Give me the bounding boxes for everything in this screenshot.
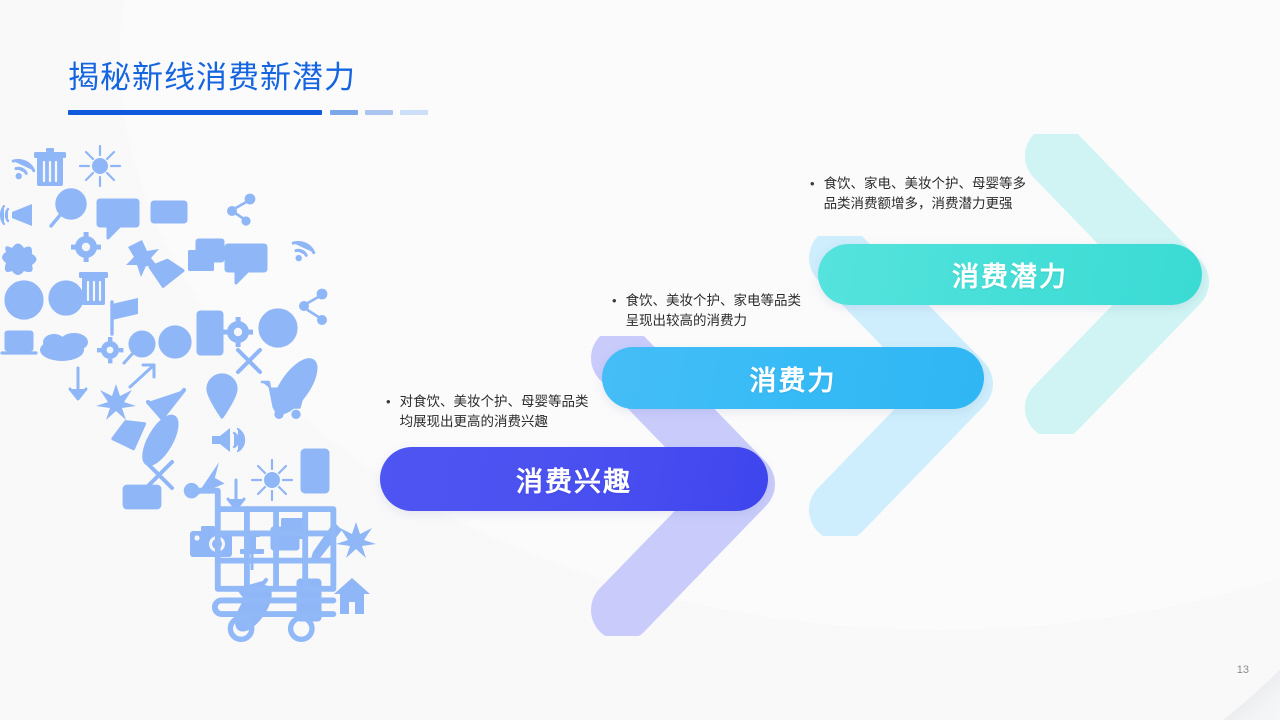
stage-pill-label-potential: 消费潜力: [952, 262, 1068, 292]
search-icon: [49, 188, 87, 228]
callout-line: 呈现出较高的消费力: [625, 313, 748, 328]
play-circle-icon: [4, 280, 44, 320]
close-icon: [236, 348, 262, 374]
battery-icon: [150, 200, 188, 224]
title-underline-solid: [68, 110, 322, 115]
stage-pill-label-interest: 消费兴趣: [516, 466, 632, 497]
bullet-marker: •: [612, 293, 617, 308]
callout-line: 食饮、家电、美妆个护、母婴等多: [823, 176, 1027, 191]
callout-line: 均展现出更高的消费兴趣: [399, 414, 549, 429]
stage-callout-text-potential: 食饮、家电、美妆个护、母婴等多 品类消费额增多，消费潜力更强: [824, 174, 1027, 214]
cloud-icon: [40, 333, 88, 361]
title-underline-dash-3: [400, 110, 428, 115]
wifi-icon: [11, 158, 36, 180]
arrow-down-icon: [68, 366, 88, 401]
flower-icon: [336, 522, 376, 558]
bullet-marker: •: [386, 394, 391, 409]
gear-icon: [97, 337, 124, 364]
search-icon: [122, 330, 156, 365]
stage-callout-text-power: 食饮、美妆个护、家电等品类 呈现出较高的消费力: [626, 291, 802, 331]
stage-callout-potential: • 食饮、家电、美妆个护、母婴等多 品类消费额增多，消费潜力更强: [810, 174, 1026, 214]
page-title-block: 揭秘新线消费新潜力: [68, 52, 428, 116]
sun-icon: [78, 144, 122, 188]
shopping-cart-icon: [183, 482, 337, 642]
laptop-icon: [0, 330, 38, 355]
check-icon: [145, 387, 187, 421]
consumer-icons-swarm: [0, 144, 376, 632]
callout-line: 对食饮、美妆个护、母婴等品类: [399, 394, 589, 409]
home-icon: [334, 578, 370, 614]
page-number: 13: [1236, 664, 1249, 676]
stage-callout-interest: • 对食饮、美妆个护、母婴等品类 均展现出更高的消费兴趣: [386, 392, 589, 432]
mp3-player-icon: [300, 448, 330, 494]
callout-line: 品类消费额增多，消费潜力更强: [823, 196, 1013, 211]
flower-icon: [96, 384, 136, 420]
pin-icon: [206, 373, 238, 419]
stage-pill-label-power: 消费力: [749, 365, 837, 396]
page-title: 揭秘新线消费新潜力: [68, 60, 356, 95]
cursor-icon: [196, 462, 225, 496]
arrow-up-right-icon: [128, 363, 156, 389]
puzzle-icon: [2, 243, 37, 275]
camera-icon: [122, 484, 162, 510]
stage-pill-potential[interactable]: 消费潜力: [818, 244, 1202, 305]
stage-pill-power[interactable]: 消费力: [602, 347, 984, 409]
title-underline-dash-2: [365, 110, 393, 115]
diamond-icon: [148, 258, 185, 288]
stage-callout-power: • 食饮、美妆个护、家电等品类 呈现出较高的消费力: [612, 291, 801, 331]
megaphone-icon: [0, 204, 32, 226]
wifi-icon: [291, 240, 316, 262]
ellipse-icon: [142, 414, 179, 466]
trash-icon: [34, 148, 66, 186]
flag-icon: [110, 298, 138, 336]
gear-icon: [71, 232, 101, 262]
title-underline: [68, 110, 428, 116]
trash-icon: [79, 272, 108, 305]
ellipse-icon: [272, 358, 318, 415]
copy-icon: [188, 238, 225, 271]
at-icon: [48, 280, 84, 316]
share-icon: [227, 193, 256, 226]
callout-line: 食饮、美妆个护、家电等品类: [625, 293, 802, 308]
play-circle-icon: [258, 308, 298, 348]
title-underline-dash-1: [330, 110, 358, 115]
chat-bubble-icon: [96, 198, 140, 240]
share-icon: [299, 288, 328, 325]
stage-callout-text-interest: 对食饮、美妆个护、母婴等品类 均展现出更高的消费兴趣: [400, 392, 589, 432]
speaker-icon: [196, 310, 224, 356]
bullet-marker: •: [810, 176, 815, 191]
star-icon: [126, 240, 159, 277]
at-icon: [158, 325, 192, 359]
speaker-icon: [212, 427, 246, 453]
stage-pill-interest[interactable]: 消费兴趣: [380, 447, 768, 511]
chat-bubble-icon: [224, 243, 268, 285]
sun-icon: [250, 458, 294, 502]
gear-icon: [223, 317, 253, 347]
diamond-icon: [111, 420, 147, 451]
close-icon: [144, 460, 174, 490]
